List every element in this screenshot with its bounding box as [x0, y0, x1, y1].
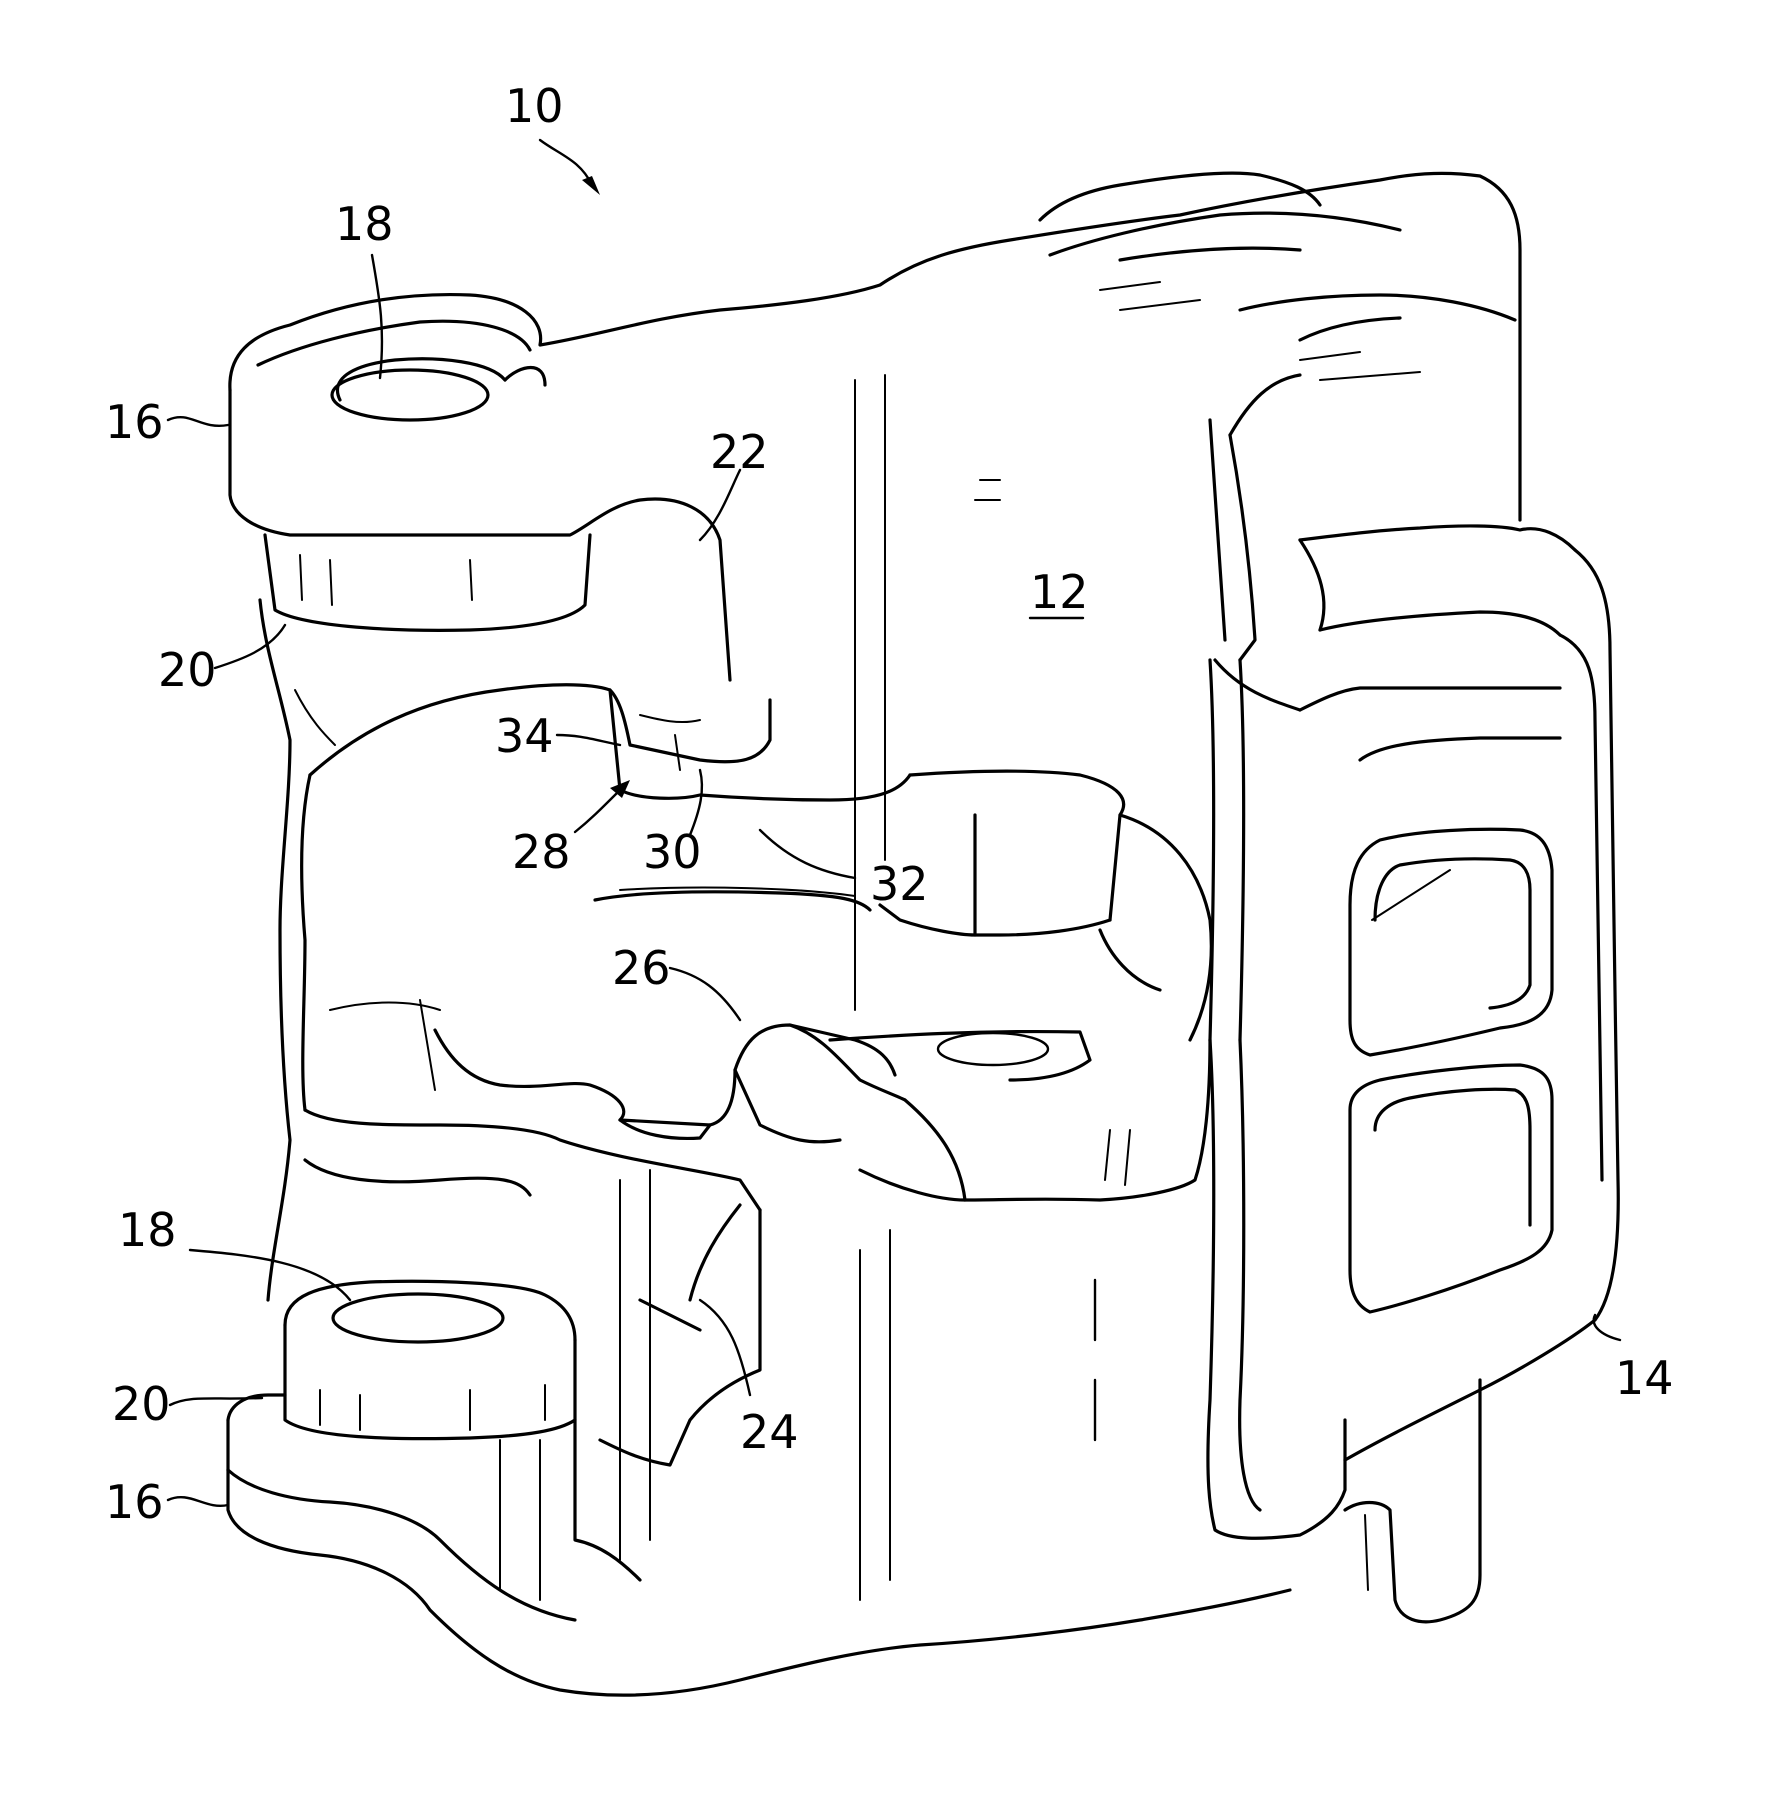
- leader-34: [557, 735, 620, 745]
- arrowhead-10: [582, 176, 600, 195]
- label-32: 32: [870, 857, 929, 911]
- leader-24: [700, 1300, 750, 1395]
- label-30: 30: [643, 825, 702, 879]
- leader-18-top: [372, 255, 382, 378]
- leader-20-top: [215, 625, 285, 668]
- leader-26: [670, 968, 740, 1020]
- leader-16-top: [168, 417, 228, 426]
- label-10: 10: [505, 79, 564, 133]
- label-28: 28: [512, 825, 571, 879]
- label-26: 26: [612, 941, 671, 995]
- label-34: 34: [495, 709, 554, 763]
- label-24: 24: [740, 1405, 799, 1459]
- body-outline: [228, 173, 1618, 1695]
- label-16-bottom: 16: [105, 1475, 164, 1529]
- label-14: 14: [1615, 1351, 1674, 1405]
- leader-16-bottom: [168, 1497, 228, 1506]
- label-20-top: 20: [158, 643, 217, 697]
- leader-32: [760, 830, 855, 878]
- label-20-bottom: 20: [112, 1377, 171, 1431]
- label-22: 22: [710, 425, 769, 479]
- leader-10: [540, 140, 592, 185]
- label-12: 12: [1030, 565, 1089, 619]
- label-18-bottom: 18: [118, 1203, 177, 1257]
- label-18-top: 18: [335, 197, 394, 251]
- leader-lines: [168, 140, 1620, 1506]
- label-16-top: 16: [105, 395, 164, 449]
- leader-20-bottom: [170, 1398, 262, 1405]
- leader-22: [700, 470, 740, 540]
- leader-28: [575, 790, 620, 832]
